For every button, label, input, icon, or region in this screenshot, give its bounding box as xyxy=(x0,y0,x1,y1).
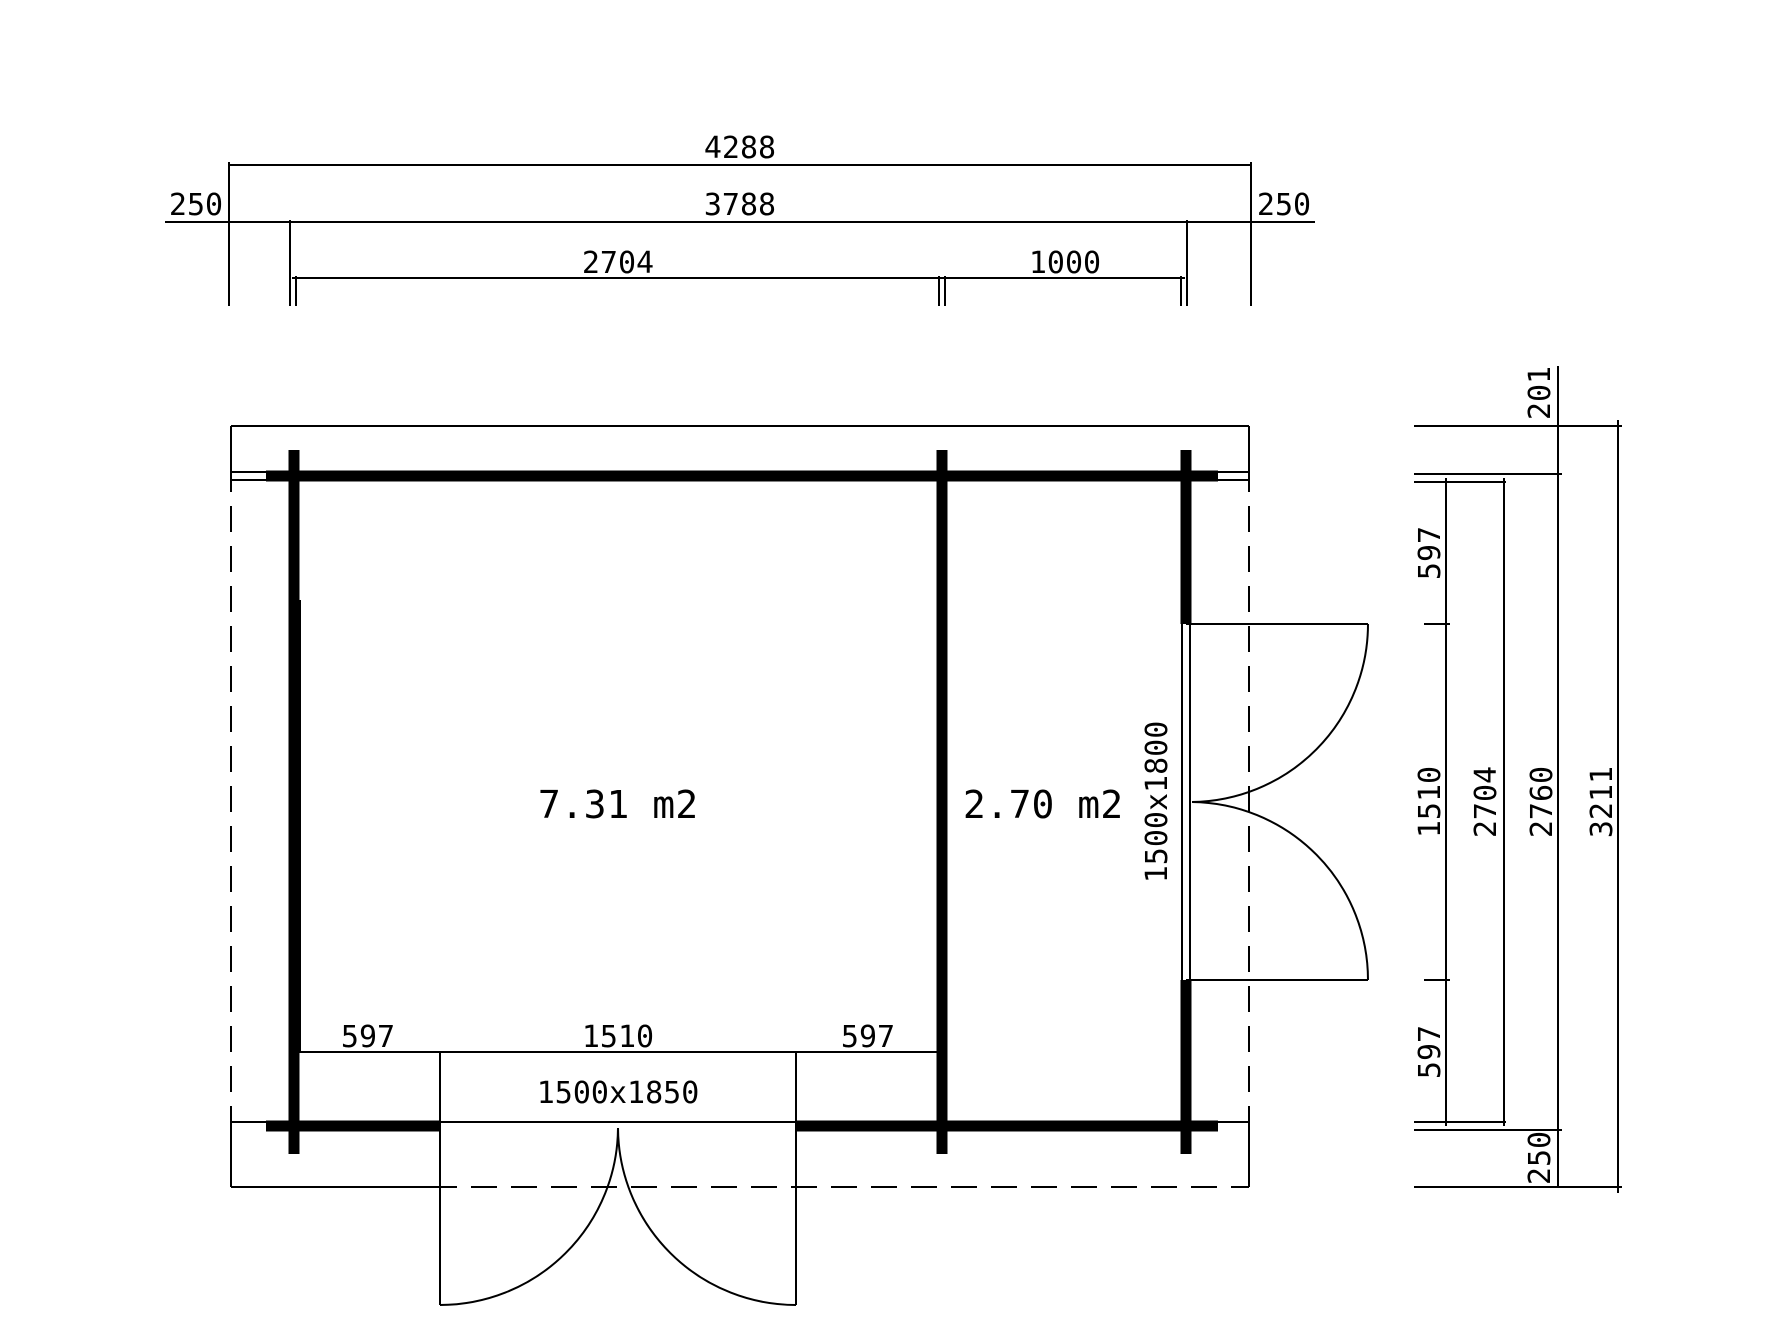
elevation-segment-top-label: 597 xyxy=(1413,526,1448,580)
side-elevation: 201 597 1510 597 2704 2760 3211 250 xyxy=(1413,366,1622,1193)
elevation-wall-outer-label: 2760 xyxy=(1525,766,1560,838)
elevation-opening-label: 1510 xyxy=(1413,766,1448,838)
elevation-roof-overhang-label: 201 xyxy=(1523,366,1558,420)
walls xyxy=(266,450,1218,1154)
front-segment-left-label: 597 xyxy=(341,1020,395,1055)
front-door-leaf-right-arc xyxy=(617,1127,797,1306)
side-door: 1500x1800 xyxy=(1140,623,1369,981)
front-door-size-label: 1500x1850 xyxy=(537,1076,700,1111)
elevation-overall-label: 3211 xyxy=(1585,766,1620,838)
dimension-room-side-label: 1000 xyxy=(1029,246,1101,281)
dimension-overall-label: 4288 xyxy=(704,131,776,166)
elevation-overhang-bottom-label: 250 xyxy=(1523,1131,1558,1185)
front-door-swing xyxy=(439,1127,797,1306)
room-labels: 7.31 m2 2.70 m2 xyxy=(538,783,1123,827)
front-opening-label: 1510 xyxy=(582,1020,654,1055)
floor-slab xyxy=(230,471,1250,1188)
side-door-arc-top xyxy=(1191,623,1369,803)
dimension-inner-label: 3788 xyxy=(704,188,776,223)
front-segment-right-label: 597 xyxy=(841,1020,895,1055)
front-door-segments: 597 1510 597 1500x1850 xyxy=(296,1020,938,1305)
room-main-area-label: 7.31 m2 xyxy=(538,783,698,827)
side-door-arc-bottom xyxy=(1191,801,1369,981)
front-door-leaf-left-arc xyxy=(439,1127,619,1306)
top-dimensions: 4288 250 250 3788 2704 1000 xyxy=(165,131,1315,306)
elevation-wall-inner-label: 2704 xyxy=(1469,766,1504,838)
elevation-segment-bottom-label: 597 xyxy=(1413,1025,1448,1079)
side-door-size-label: 1500x1800 xyxy=(1140,721,1175,884)
dimension-overhang-left-label: 250 xyxy=(169,188,223,223)
room-side-area-label: 2.70 m2 xyxy=(963,783,1123,827)
dimension-overhang-right-label: 250 xyxy=(1257,188,1311,223)
dimension-room-main-label: 2704 xyxy=(582,246,654,281)
